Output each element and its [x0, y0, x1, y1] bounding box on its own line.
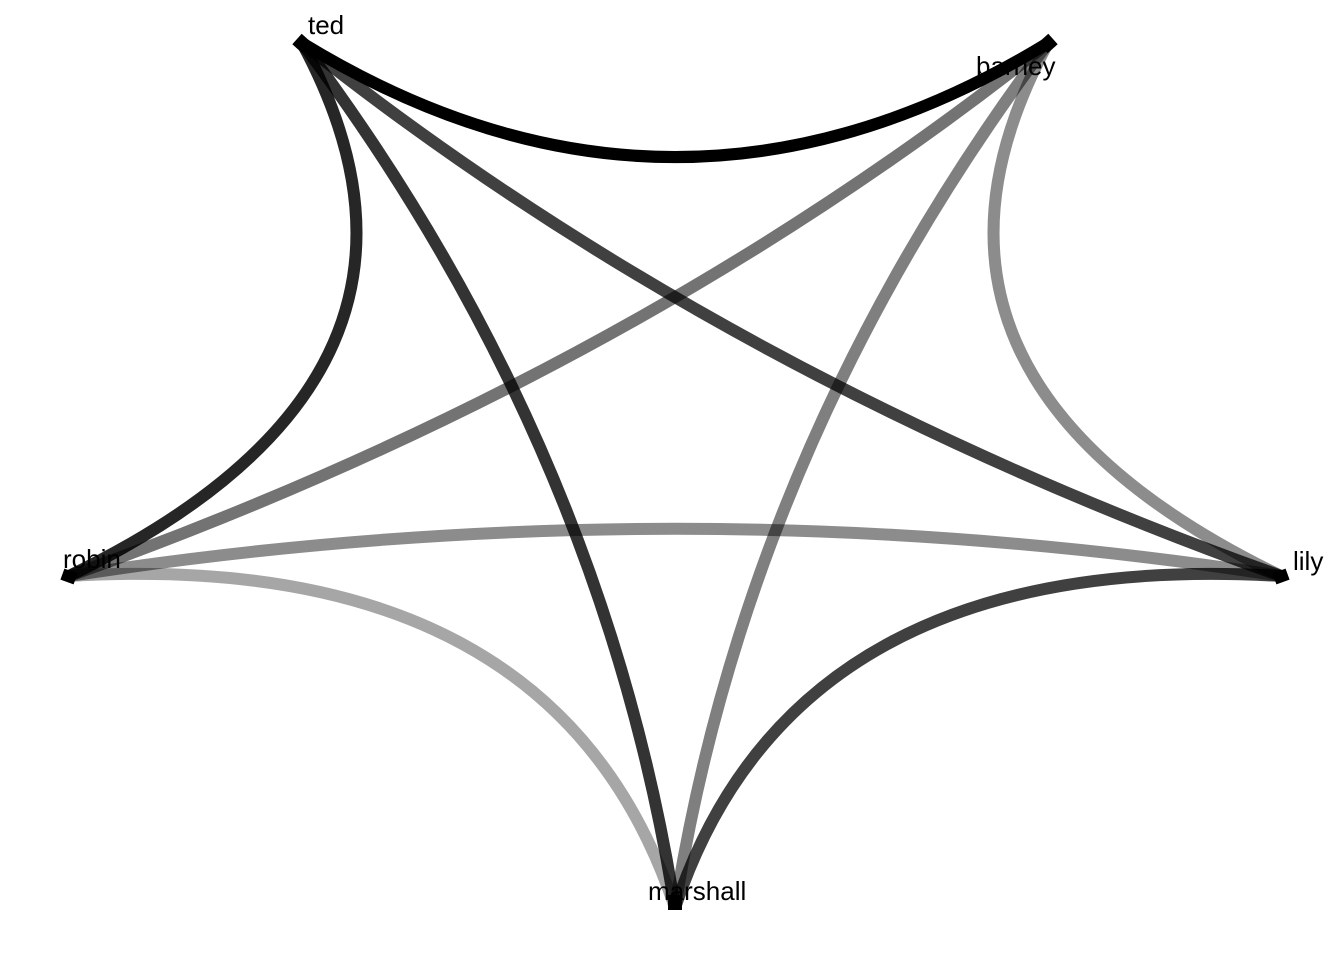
edge-barney-robin	[66, 38, 1052, 582]
edge-ted-robin	[66, 40, 363, 582]
node-label-ted: ted	[308, 10, 344, 40]
node-label-barney: barney	[976, 51, 1056, 81]
node-label-robin: robin	[63, 544, 121, 574]
labels-layer: ted barney lily marshall robin	[63, 10, 1323, 906]
edge-barney-marshall	[669, 39, 1053, 909]
edge-ted-marshall	[297, 39, 681, 909]
node-marker-ted	[292, 33, 312, 54]
node-label-lily: lily	[1293, 546, 1323, 576]
node-marker-barney	[1038, 33, 1058, 54]
node-label-marshall: marshall	[648, 876, 746, 906]
edge-lily-marshall	[669, 567, 1282, 910]
edge-ted-lily	[298, 38, 1284, 582]
node-marker-lily	[1272, 568, 1290, 585]
node-marker-robin	[60, 568, 78, 585]
edge-barney-lily	[987, 40, 1284, 582]
edge-lily-robin	[68, 522, 1282, 582]
nodes-layer	[60, 33, 1290, 910]
edges-layer	[66, 37, 1284, 910]
edge-marshall-robin	[68, 567, 681, 910]
edge-ted-barney	[298, 37, 1052, 163]
